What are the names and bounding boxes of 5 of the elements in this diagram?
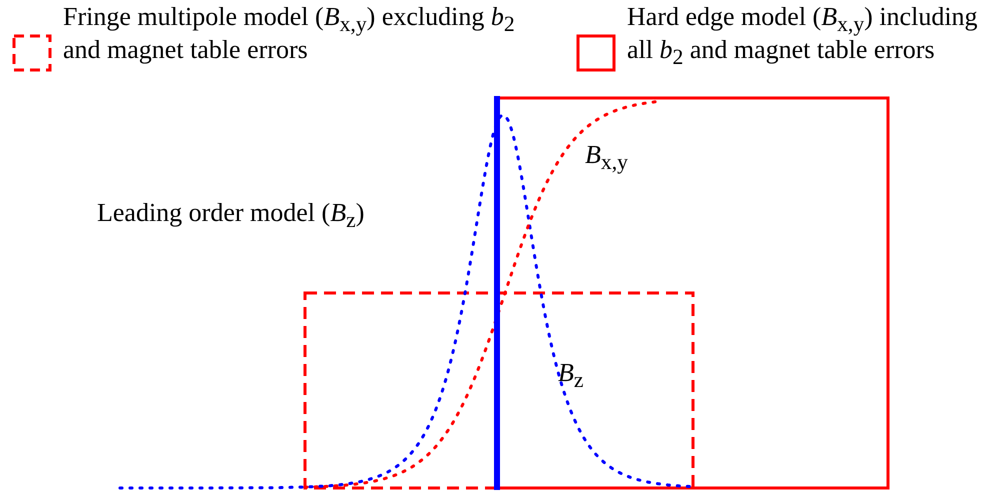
legend-text: Fringe multipole model (B$_{x,y}$) excluding b$_{2}$ and magnet table errors [63,4,516,62]
legend-text: Hard edge model (B$_{x,y}$) including all b$_{2}$ and magnet table errors [627,4,979,70]
curve-label: B$_{x,y}$ [585,142,628,176]
curve-label: B$_{z}$ [558,360,584,394]
curve-label: Leading order model (B$_{z}$) [97,200,364,234]
